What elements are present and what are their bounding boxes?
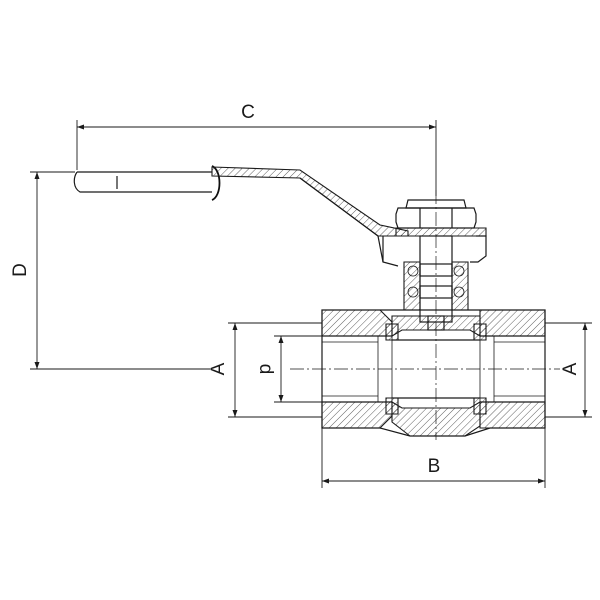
dim-label-A-right: A — [560, 362, 581, 375]
dim-label-A-left: A — [208, 362, 229, 375]
dimension-A-right: A — [545, 322, 592, 418]
dim-label-d: d — [255, 364, 276, 375]
lever-handle — [73, 165, 409, 267]
dimension-A-left: A — [208, 322, 322, 418]
dim-label-B: B — [428, 456, 441, 477]
dimension-B: B — [321, 428, 546, 488]
dimension-d: d — [255, 335, 322, 403]
dimension-C: C — [76, 102, 437, 196]
stem-nut-assembly — [395, 190, 487, 440]
dimension-D: D — [10, 171, 210, 370]
valve-body — [290, 309, 560, 437]
dim-label-D: D — [10, 263, 31, 277]
dim-label-C: C — [241, 102, 255, 123]
